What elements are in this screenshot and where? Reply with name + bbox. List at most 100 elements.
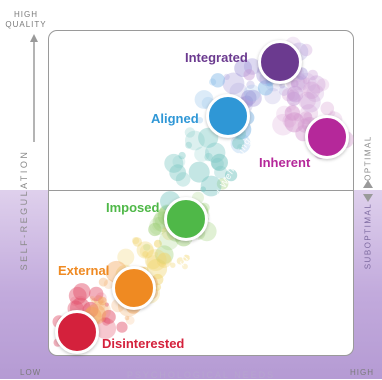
trail-bubble [143, 243, 151, 251]
trail-bubble [320, 101, 335, 116]
high-label: HIGH [350, 368, 374, 377]
trail-bubble [306, 84, 325, 103]
trail-bubble [95, 292, 107, 304]
trail-bubble [222, 72, 245, 95]
psychological-needs-axis-label: PSYCHOLOGICAL NEEDS [126, 370, 276, 380]
trail-bubble [153, 239, 162, 248]
trail-bubble [302, 77, 310, 85]
trail-bubble [288, 102, 297, 111]
trail-bubble [183, 254, 190, 262]
trail-bubble [98, 277, 108, 287]
low-label: LOW [20, 368, 42, 377]
trail-bubble [188, 161, 210, 183]
trail-bubble [158, 252, 171, 266]
trail-bubble [243, 84, 261, 102]
trail-bubble [104, 302, 109, 307]
trail-bubble [89, 286, 104, 302]
trail-bubble [185, 130, 205, 151]
trail-bubble [146, 255, 161, 270]
trail-bubble [232, 137, 245, 150]
trail-bubble [257, 80, 274, 96]
trail-bubble [234, 59, 253, 78]
trail-bubble [200, 175, 222, 197]
trail-bubble [70, 296, 80, 306]
trail-bubble [303, 112, 313, 121]
trail-bubble [172, 155, 186, 169]
trail-bubble [286, 91, 301, 106]
trail-bubble [184, 127, 196, 138]
self-regulation-axis-label: SELF-REGULATION [19, 149, 29, 271]
trail-bubble [223, 73, 230, 80]
trail-bubble [102, 317, 111, 326]
trail-bubble [89, 296, 95, 301]
trail-bubble [132, 237, 140, 245]
trail-bubble [279, 82, 286, 89]
optimal-label: OPTIMAL [363, 135, 373, 181]
inherent-circle [305, 115, 349, 159]
trail-bubble [142, 251, 149, 258]
trail-bubble [243, 58, 261, 75]
trail-bubble [279, 86, 289, 96]
trail-bubble [216, 178, 229, 190]
trail-bubble [101, 309, 116, 324]
diagram-frame [48, 30, 354, 356]
trail-bubble [243, 69, 255, 81]
trail-bubble [194, 146, 210, 162]
trail-bubble [153, 251, 159, 257]
trail-bubble [92, 301, 109, 318]
trail-bubble [169, 164, 187, 182]
trail-bubble [210, 153, 228, 171]
trail-bubble [178, 151, 186, 160]
trail-bubble [146, 258, 168, 280]
trail-bubble [159, 262, 164, 267]
trail-bubble [73, 283, 91, 301]
trail-bubble [136, 241, 154, 259]
trail-bubble [103, 279, 114, 290]
trail-bubble [132, 237, 142, 247]
trail-bubble [295, 75, 311, 91]
trail-bubble [204, 152, 213, 162]
trail-bubble [300, 43, 313, 57]
trail-bubble [200, 186, 207, 193]
inherent-label: Inherent [259, 155, 311, 170]
trail-bubble [307, 69, 319, 81]
trail-bubble [155, 245, 174, 264]
integrated-label: Integrated [185, 50, 248, 65]
disinterested-circle [55, 310, 99, 354]
trail-bubble [164, 153, 184, 173]
suboptimal-label: SUBOPTIMAL [363, 202, 373, 270]
trail-bubble [139, 244, 154, 259]
trail-bubble [296, 72, 317, 94]
trail-bubble [316, 78, 330, 91]
trail-bubble [99, 303, 106, 311]
trail-bubble [225, 169, 238, 182]
trail-bubble [299, 104, 319, 123]
trail-bubble [148, 222, 162, 237]
aligned-circle [206, 94, 250, 138]
trail-bubble [307, 75, 326, 94]
trail-bubble [156, 253, 172, 268]
trail-bubble [300, 92, 321, 113]
arrow-up-icon [30, 34, 38, 142]
trail-bubble [93, 295, 104, 306]
double-arrow-icon [363, 180, 373, 202]
trail-bubble [209, 78, 217, 86]
trail-bubble [94, 317, 117, 339]
trail-bubble [170, 262, 176, 268]
trail-bubble [117, 248, 135, 266]
trail-bubble [329, 110, 336, 116]
trail-bubble [175, 172, 191, 187]
external-label: External [58, 263, 110, 278]
integrated-circle [258, 40, 302, 84]
trail-bubble [291, 79, 299, 88]
trail-bubble [210, 73, 225, 88]
trail-bubble [185, 141, 193, 149]
disinterested-label: Disinterested [102, 336, 185, 351]
trail-bubble [116, 321, 128, 333]
trail-bubble [302, 81, 321, 100]
trail-bubble [155, 216, 164, 226]
trail-bubble [246, 80, 255, 90]
trail-bubble [68, 286, 87, 305]
trail-bubble [196, 117, 204, 124]
